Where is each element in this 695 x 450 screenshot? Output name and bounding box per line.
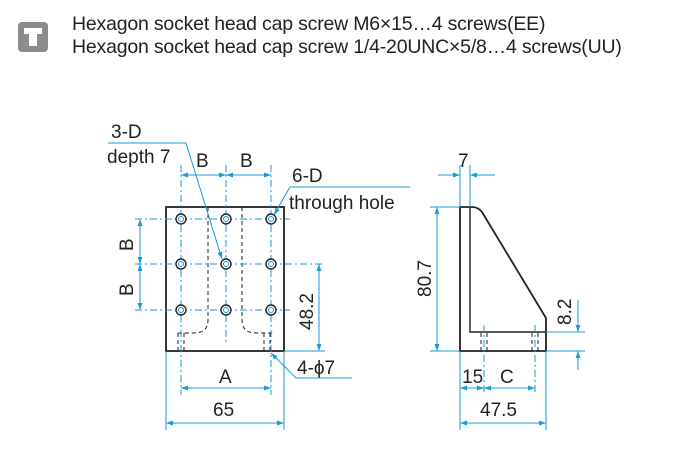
label-4-phi-7: 4-ϕ7 [297, 358, 335, 379]
dim-b-top-right: B [240, 151, 253, 172]
label-3-d: 3-D [111, 122, 142, 143]
label-through-hole: through hole [289, 193, 395, 214]
dim-47-5: 47.5 [480, 400, 517, 421]
hidden-rib-lines [178, 207, 274, 334]
header-line-2: Hexagon socket head cap screw 1/4-20UNC×… [72, 36, 622, 58]
inner-profile-line [469, 207, 546, 333]
front-view-outline [165, 206, 285, 352]
label-6-d: 6-D [292, 166, 323, 187]
dim-7: 7 [458, 151, 469, 172]
dim-c: C [500, 367, 514, 388]
dim-15: 15 [462, 367, 483, 388]
side-hidden-holes [480, 333, 539, 351]
label-depth-7: depth 7 [107, 147, 170, 168]
dim-8-2: 8.2 [555, 299, 576, 325]
front-view: B B 3-D depth 7 6-D through hole B B 48.… [107, 122, 410, 430]
header-line-1: Hexagon socket head cap screw M6×15…4 sc… [72, 13, 546, 35]
side-view-outline [459, 206, 547, 352]
hole-grid [175, 213, 277, 316]
dim-b-side-lower: B [117, 283, 138, 296]
hidden-bottom-holes [177, 333, 271, 351]
dim-b-top-left: B [196, 151, 209, 172]
side-view: 7 80.7 8.2 15 C 47.5 [415, 151, 585, 430]
dim-80-7: 80.7 [415, 260, 436, 297]
dim-48-2: 48.2 [297, 293, 318, 330]
dim-a: A [219, 367, 232, 388]
screw-icon [18, 22, 48, 52]
dim-65: 65 [213, 400, 234, 421]
header: Hexagon socket head cap screw M6×15…4 sc… [14, 12, 684, 62]
dim-b-side-upper: B [117, 238, 138, 251]
